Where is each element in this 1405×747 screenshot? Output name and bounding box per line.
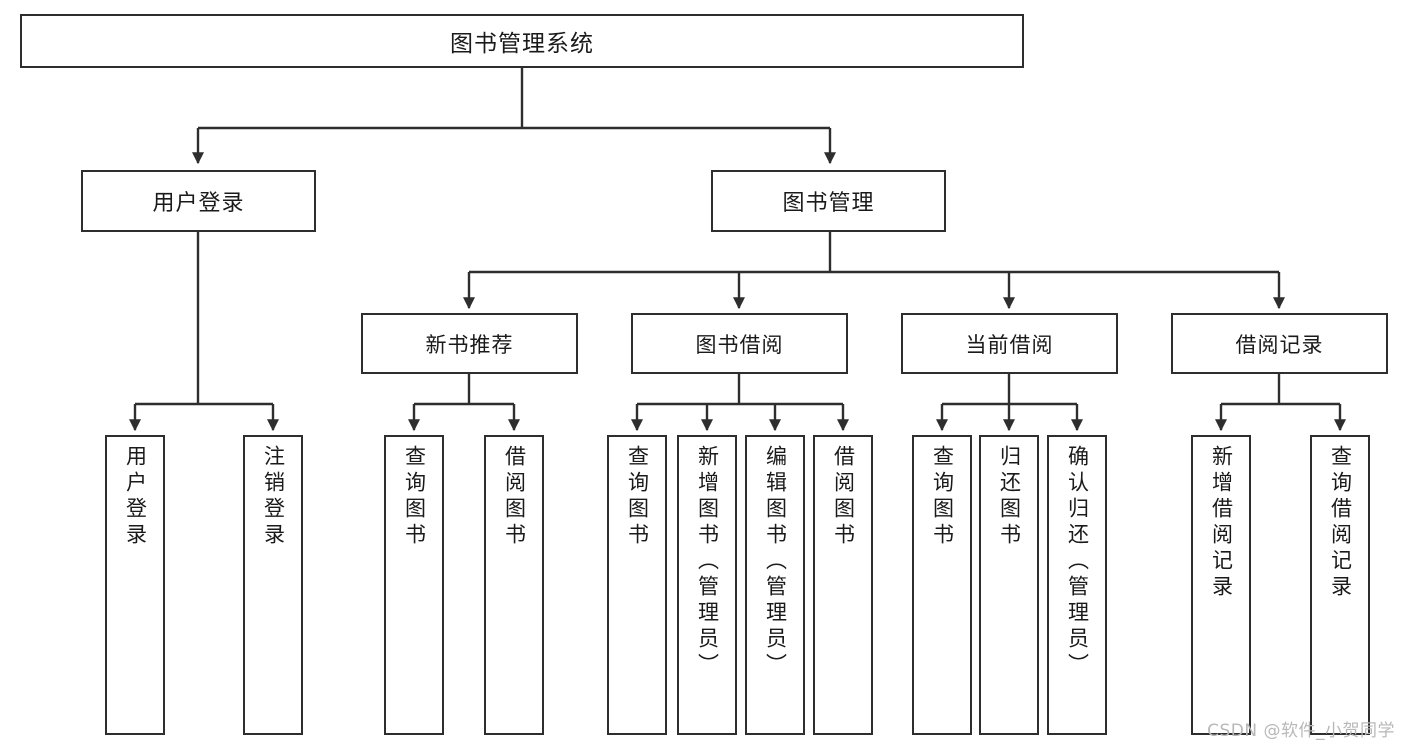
leaf-borrow-query-book[interactable]: 查询图书 [607,435,667,735]
leaf-label: 确认归还（管理员） [1065,445,1090,679]
leaf-new-book-borrow[interactable]: 借阅图书 [484,435,544,735]
leaf-record-add[interactable]: 新增借阅记录 [1191,435,1251,735]
csdn-watermark: CSDN @软件_小贺同学 [1207,721,1395,741]
leaf-label: 查询借阅记录 [1328,445,1353,601]
node-new-book-recommend-label: 新书推荐 [425,332,514,357]
node-root-label: 图书管理系统 [450,31,594,57]
leaf-label: 查询图书 [402,445,427,549]
leaf-user-login-login[interactable]: 用户登录 [105,435,165,735]
node-borrow-record-label: 借阅记录 [1235,332,1324,357]
node-book-borrow-label: 图书借阅 [695,332,784,357]
leaf-label: 用户登录 [123,445,148,549]
leaf-borrow-edit-book[interactable]: 编辑图书（管理员） [745,435,805,735]
leaf-label: 新增借阅记录 [1209,445,1234,601]
leaf-label: 查询图书 [930,445,955,549]
node-book-management-label: 图书管理 [782,191,875,216]
leaf-label: 借阅图书 [502,445,527,549]
leaf-current-return-book[interactable]: 归还图书 [979,435,1039,735]
leaf-new-book-query[interactable]: 查询图书 [384,435,444,735]
leaf-label: 新增图书（管理员） [695,445,720,679]
node-current-borrow[interactable]: 当前借阅 [901,313,1118,374]
node-borrow-record[interactable]: 借阅记录 [1171,313,1388,374]
leaf-borrow-add-book[interactable]: 新增图书（管理员） [677,435,737,735]
leaf-label: 编辑图书（管理员） [763,445,788,679]
leaf-label: 借阅图书 [831,445,856,549]
leaf-label: 注销登录 [261,445,286,549]
leaf-borrow-borrow-book[interactable]: 借阅图书 [813,435,873,735]
leaf-label: 查询图书 [625,445,650,549]
node-book-borrow[interactable]: 图书借阅 [631,313,848,374]
leaf-record-query[interactable]: 查询借阅记录 [1310,435,1370,735]
node-current-borrow-label: 当前借阅 [965,332,1054,357]
node-root[interactable]: 图书管理系统 [20,14,1024,68]
leaf-label: 归还图书 [997,445,1022,549]
leaf-current-query-book[interactable]: 查询图书 [912,435,972,735]
node-book-management[interactable]: 图书管理 [711,170,946,232]
leaf-user-login-logout[interactable]: 注销登录 [243,435,303,735]
node-new-book-recommend[interactable]: 新书推荐 [361,313,578,374]
leaf-current-confirm-return[interactable]: 确认归还（管理员） [1047,435,1107,735]
node-user-login-label: 用户登录 [152,191,245,216]
node-user-login[interactable]: 用户登录 [81,170,316,232]
